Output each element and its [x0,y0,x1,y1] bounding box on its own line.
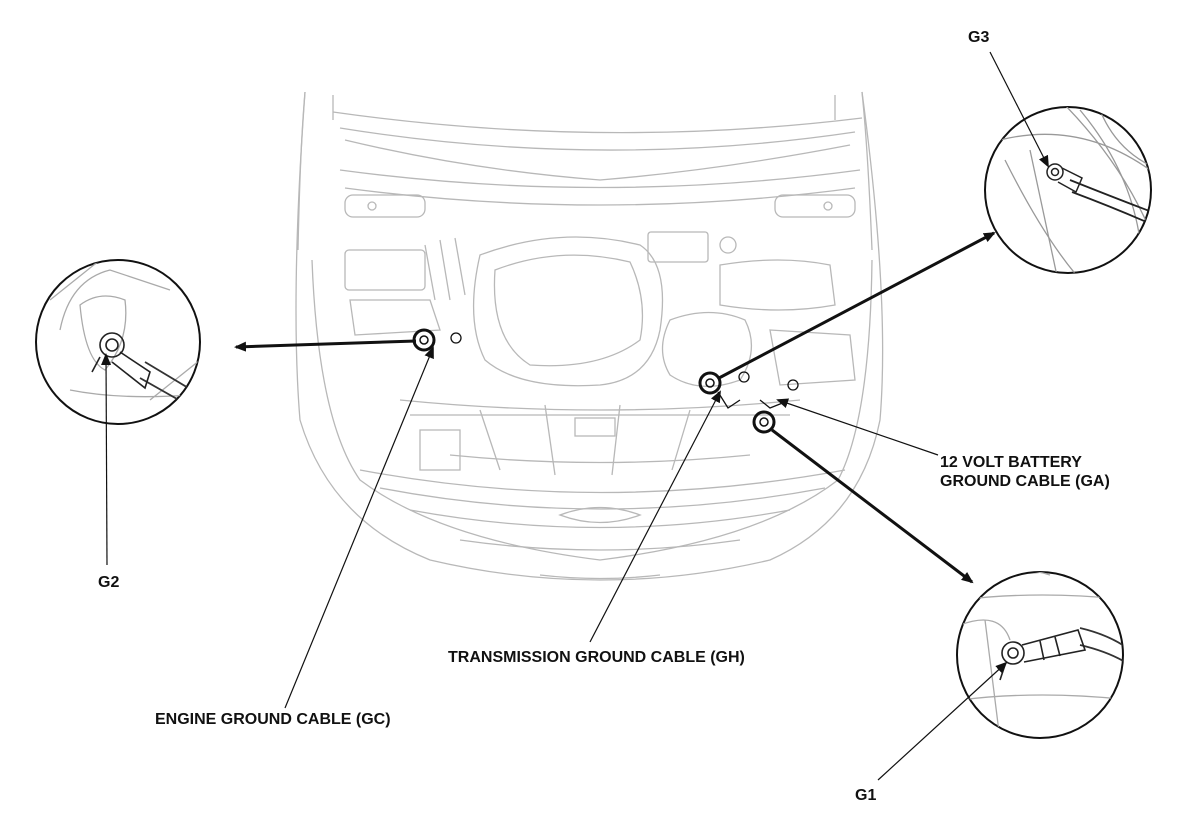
detail-view-g1 [956,571,1124,739]
ground-points [412,328,799,434]
vehicle-engine-bay [295,91,884,581]
label-g2: G2 [98,574,120,591]
leader-lines [101,51,1049,781]
label-battery-ground-line2: GROUND CABLE (GA) [940,473,1110,490]
connector-arrows [234,231,996,584]
label-g1: G1 [855,787,877,804]
label-g3: G3 [968,29,990,46]
label-transmission-ground: TRANSMISSION GROUND CABLE (GH) [448,649,745,666]
label-engine-ground: ENGINE GROUND CABLE (GC) [155,711,391,728]
detail-view-g2 [35,259,201,425]
detail-view-g3 [984,106,1152,274]
label-battery-ground-line1: 12 VOLT BATTERY [940,454,1082,471]
